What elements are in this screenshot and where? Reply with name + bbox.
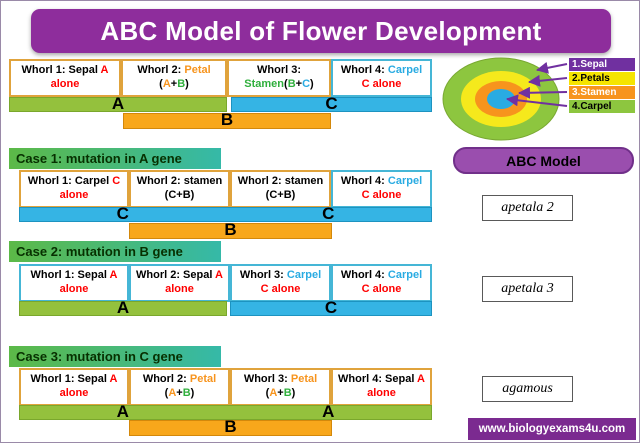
abc-model-badge: ABC Model xyxy=(453,147,634,174)
gene-a-bar: A xyxy=(9,94,227,113)
whorl-text-line: C alone xyxy=(361,78,402,90)
legend-item-stamen: 3.Stamen xyxy=(569,86,635,99)
gene-a-label: A xyxy=(116,298,130,317)
whorl-text-line: Whorl 1: Sepal A xyxy=(30,373,118,386)
whorl-text-line: C alone xyxy=(361,189,402,201)
case2-gene-c-bar: C xyxy=(230,298,432,317)
gene-c-label: C xyxy=(322,204,335,223)
flower-diagram: 1.Sepal 2.Petals 3.Stamen 4.Carpel xyxy=(437,55,639,171)
case2-whorl-box-3: Whorl 3: Carpel C alone xyxy=(230,264,331,302)
flower-cross-section xyxy=(442,57,568,141)
mutant-name-agamous: agamous xyxy=(482,376,573,402)
gene-a-label: A xyxy=(116,402,129,421)
gene-b-label: B xyxy=(224,417,237,436)
whorl-text-line: (C+B) xyxy=(164,189,195,201)
whorl-text-line: Whorl 4: Carpel xyxy=(340,64,423,77)
whorl-text-line: Whorl 4: Carpel xyxy=(340,175,423,188)
case2-header: Case 2: mutation in B gene xyxy=(9,241,221,262)
whorl-text-line: C alone xyxy=(260,283,301,295)
case1-whorl-box-3: Whorl 2: stamen (C+B) xyxy=(230,170,331,208)
whorl-text-line: alone xyxy=(59,189,89,201)
gene-a-label: A xyxy=(322,402,335,421)
whorl-text-line: Whorl 3: Carpel xyxy=(239,269,322,282)
whorl-text-line: Stamen(B+C) xyxy=(244,78,314,90)
whorl-text-line: Whorl 3: xyxy=(257,64,301,77)
legend-arrow-carpel xyxy=(506,94,568,107)
legend-item-petals: 2.Petals xyxy=(569,72,635,85)
case3-whorl-box-3: Whorl 3: Petal (A+B) xyxy=(230,368,331,406)
legend-arrow-sepal xyxy=(536,61,568,74)
whorl-text-line: alone xyxy=(50,78,80,90)
whorl-text-line: Whorl 2: Petal xyxy=(142,373,217,386)
case3-header: Case 3: mutation in C gene xyxy=(9,346,221,367)
whorl-text-line: alone xyxy=(165,283,194,295)
case2-whorl-box-1: Whorl 1: Sepal A alone xyxy=(19,264,129,302)
whorl-text-line: Whorl 2: stamen xyxy=(237,175,324,188)
footer-website-link[interactable]: www.biologyexams4u.com xyxy=(468,418,636,440)
whorl-text-line: Whorl 1: Sepal A xyxy=(30,269,118,282)
gene-c-label: C xyxy=(325,94,338,113)
whorl-box-4: Whorl 4: Carpel C alone xyxy=(331,59,432,97)
page-title: ABC Model of Flower Development xyxy=(31,9,611,53)
case3-whorl-box-4: Whorl 4: Sepal A alone xyxy=(331,368,432,406)
gene-c-label: C xyxy=(324,298,338,317)
case2-gene-a-bar: A xyxy=(19,298,227,317)
whorl-text-line: alone xyxy=(367,387,396,399)
legend-arrow-petals xyxy=(528,74,568,87)
case2-whorl-box-2: Whorl 2: Sepal A alone xyxy=(129,264,230,302)
whorl-text-line: Whorl 4: Carpel xyxy=(340,269,423,282)
case3-gene-b-bar: B xyxy=(129,417,332,436)
mutant-name-apetala-3: apetala 3 xyxy=(482,276,573,302)
case3-gene-a-bar: A A xyxy=(19,402,432,421)
whorl-text-line: Whorl 2: Sepal A xyxy=(136,269,223,282)
whorl-text-line: (A+B) xyxy=(265,387,296,399)
case1-whorl-box-1: Whorl 1: Carpel C alone xyxy=(19,170,129,208)
whorl-text-line: Whorl 1: Sepal A xyxy=(21,64,109,77)
mutant-name-apetala-2: apetala 2 xyxy=(482,195,573,221)
case3-whorl-box-2: Whorl 2: Petal (A+B) xyxy=(129,368,230,406)
case1-whorl-box-2: Whorl 2: stamen (C+B) xyxy=(129,170,230,208)
legend-item-carpel: 4.Carpel xyxy=(569,100,635,113)
case1-whorl-box-4: Whorl 4: Carpel C alone xyxy=(331,170,432,208)
whorl-box-2: Whorl 2: Petal (A+B) xyxy=(121,59,227,97)
whorl-box-3: Whorl 3: Stamen(B+C) xyxy=(227,59,331,97)
gene-c-label: C xyxy=(116,204,129,223)
whorl-text-line: C alone xyxy=(361,283,402,295)
legend-arrow-stamen xyxy=(518,86,568,99)
whorl-text-line: Whorl 2: Petal xyxy=(137,64,211,77)
case1-gene-b-bar: B xyxy=(129,220,332,239)
case1-header: Case 1: mutation in A gene xyxy=(9,148,221,169)
whorl-text-line: alone xyxy=(59,283,89,295)
gene-a-label: A xyxy=(111,94,125,113)
case1-gene-c-bar: C C xyxy=(19,204,432,223)
whorl-text-line: (A+B) xyxy=(159,78,189,90)
case2-whorl-box-4: Whorl 4: Carpel C alone xyxy=(331,264,432,302)
whorl-text-line: Whorl 1: Carpel C xyxy=(27,175,121,188)
whorl-text-line: alone xyxy=(59,387,89,399)
whorl-text-line: Whorl 3: Petal xyxy=(243,373,318,386)
whorl-text-line: (A+B) xyxy=(164,387,195,399)
gene-b-label: B xyxy=(220,110,234,129)
case3-whorl-box-1: Whorl 1: Sepal A alone xyxy=(19,368,129,406)
gene-b-label: B xyxy=(224,220,237,239)
gene-c-bar: C xyxy=(231,94,432,113)
whorl-box-1: Whorl 1: Sepal A alone xyxy=(9,59,121,97)
whorl-text-line: (C+B) xyxy=(265,189,296,201)
gene-b-bar: B xyxy=(123,110,331,129)
whorl-text-line: Whorl 2: stamen xyxy=(136,175,223,188)
legend-item-sepal: 1.Sepal xyxy=(569,58,635,71)
whorl-text-line: Whorl 4: Sepal A xyxy=(338,373,425,386)
